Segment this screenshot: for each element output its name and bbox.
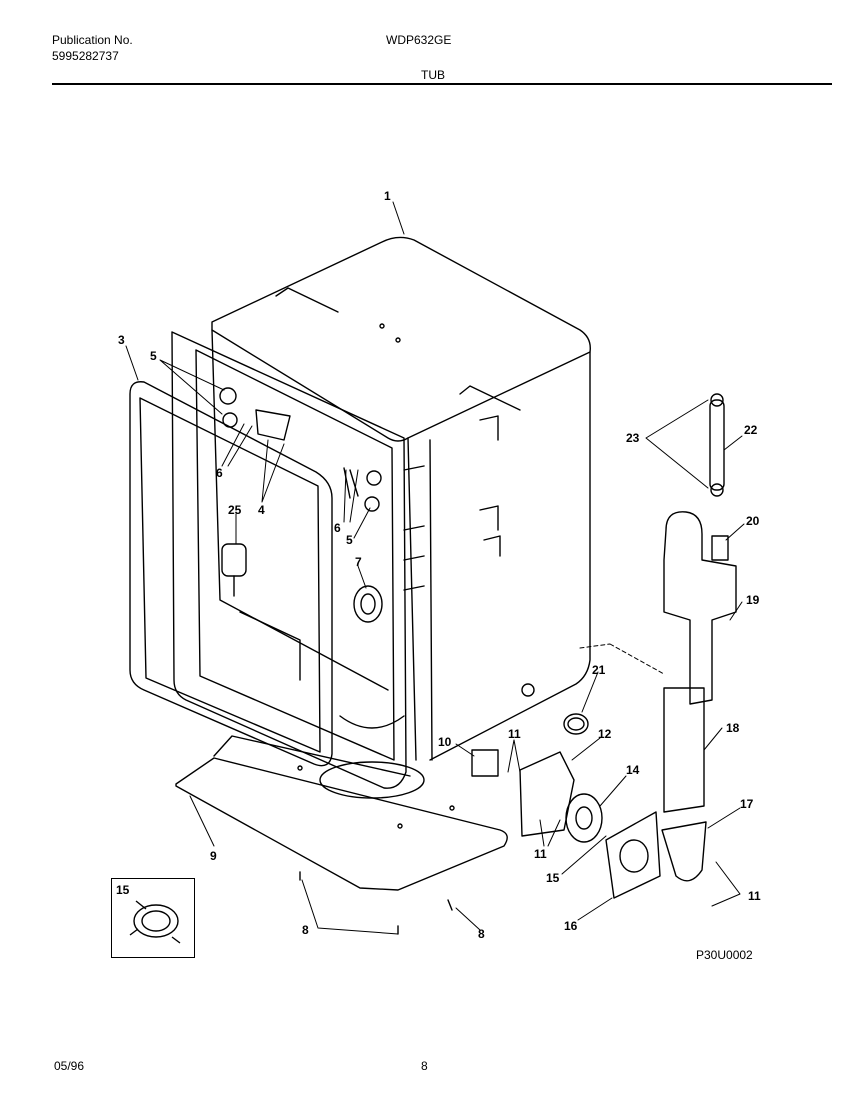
callout-23: 23: [626, 431, 640, 445]
vent-19: [663, 511, 737, 705]
callout-18: 18: [726, 721, 740, 735]
callout-11b: 11: [534, 847, 547, 861]
clamp-23a: [710, 393, 724, 407]
callout-21: 21: [592, 663, 606, 677]
float-switch: [221, 543, 247, 597]
callout-6a: 6: [216, 466, 223, 480]
door-gasket-inner: [139, 397, 321, 753]
callout-11a: 11: [508, 727, 521, 741]
washer-5a: [219, 387, 237, 405]
publication-label: Publication No.: [52, 33, 133, 47]
washer-5d: [364, 496, 380, 512]
callout-20: 20: [746, 514, 760, 528]
gasket-21: [563, 713, 589, 735]
callout-19: 19: [746, 593, 760, 607]
bracket-4: [255, 409, 291, 441]
callout-22: 22: [744, 423, 758, 437]
figure-code: P30U0002: [696, 948, 753, 962]
clamp-icon: [129, 900, 181, 944]
callout-16: 16: [564, 919, 578, 933]
callout-9: 9: [210, 849, 217, 863]
inset-part-15: 15: [111, 878, 195, 958]
base-pan: [175, 757, 508, 891]
vent-assembly: [605, 393, 737, 899]
callout-12: 12: [598, 727, 612, 741]
door-gasket: [129, 381, 333, 767]
callout-4: 4: [258, 503, 265, 517]
relay-10: [471, 749, 499, 777]
callout-5a: 5: [150, 349, 157, 363]
plate-16: [605, 811, 661, 899]
inset-callout-15: 15: [116, 883, 130, 897]
header-divider: [52, 83, 832, 85]
leader-lines: [125, 201, 745, 935]
callout-8a: 8: [302, 923, 309, 937]
fan-blade: [565, 793, 603, 843]
screws-8: [299, 871, 453, 935]
washer-5c: [366, 470, 382, 486]
callout-1: 1: [384, 189, 391, 203]
callout-17: 17: [740, 797, 754, 811]
hose-22: [709, 399, 725, 491]
callout-11c: 11: [748, 889, 761, 903]
callout-3: 3: [118, 333, 125, 347]
callout-14: 14: [626, 763, 640, 777]
callout-6b: 6: [334, 521, 341, 535]
page-number: 8: [421, 1059, 428, 1073]
callout-10: 10: [438, 735, 452, 749]
section-title: TUB: [421, 68, 445, 82]
duct-18: [663, 687, 705, 813]
washer-5b: [222, 412, 238, 428]
callout-25: 25: [228, 503, 242, 517]
housing-17: [661, 821, 707, 882]
screws-6: [343, 467, 359, 499]
fitting-20: [711, 535, 729, 561]
model-number: WDP632GE: [386, 33, 452, 47]
publication-number: 5995282737: [52, 49, 119, 63]
callout-numbers: 1 3 5 6 4 25 6 5 7 23 22 20 19 21 18 10 …: [118, 189, 761, 941]
callout-5b: 5: [346, 533, 353, 547]
callout-7: 7: [355, 555, 362, 569]
callout-8b: 8: [478, 927, 485, 941]
tub-body: [171, 236, 591, 799]
clamp-23b: [710, 483, 724, 497]
callout-15: 15: [546, 871, 560, 885]
footer-date: 05/96: [54, 1059, 85, 1073]
